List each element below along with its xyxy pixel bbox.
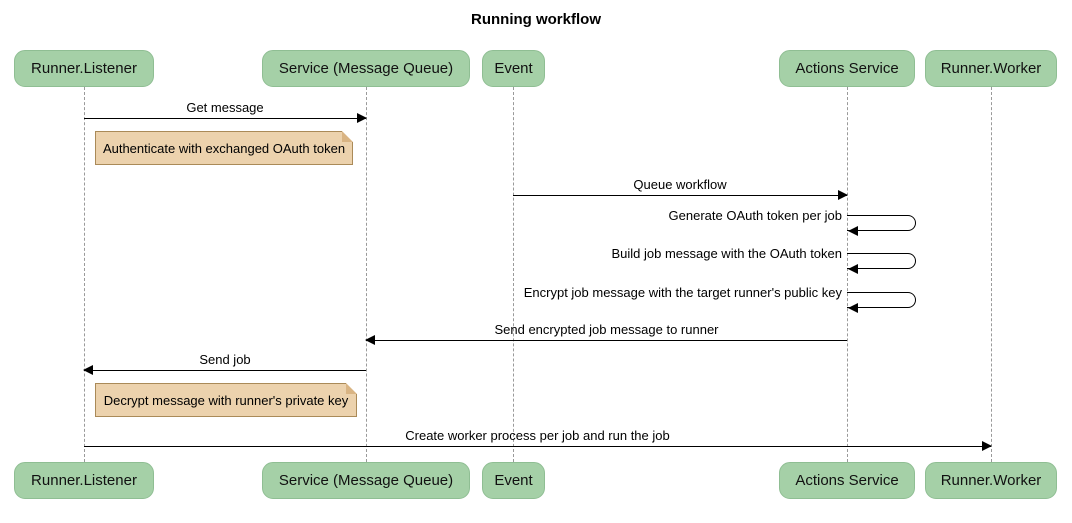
arrowhead-right-icon: [982, 441, 992, 451]
arrowhead-right-icon: [357, 113, 367, 123]
message-label: Send job: [199, 352, 251, 367]
note-decrypt: Decrypt message with runner's private ke…: [95, 383, 357, 417]
lifeline-event: [513, 87, 514, 462]
participant-top-event: Event: [482, 50, 545, 87]
message-label: Get message: [186, 100, 264, 115]
self-message-build-job-message: Build job message with the OAuth token: [611, 246, 916, 274]
self-loop-line: [847, 292, 916, 308]
participant-bottom-actions-service: Actions Service: [779, 462, 915, 499]
self-message-generate-oauth-token: Generate OAuth token per job: [669, 208, 916, 236]
message-label: Encrypt job message with the target runn…: [523, 285, 842, 300]
arrowhead-left-icon: [848, 264, 858, 274]
lifeline-runner-listener: [84, 87, 85, 462]
message-label: Build job message with the OAuth token: [611, 246, 842, 261]
diagram-title: Running workflow: [471, 11, 601, 28]
arrowhead-left-icon: [83, 365, 93, 375]
self-loop-line: [847, 253, 916, 269]
self-loop-line: [847, 215, 916, 231]
arrowhead-left-icon: [365, 335, 375, 345]
participant-top-runner-worker: Runner.Worker: [925, 50, 1057, 87]
participant-bottom-service-message-queue: Service (Message Queue): [262, 462, 470, 499]
participant-top-actions-service: Actions Service: [779, 50, 915, 87]
message-line: [84, 445, 991, 447]
participant-bottom-runner-worker: Runner.Worker: [925, 462, 1057, 499]
message-line: [84, 117, 366, 119]
lifeline-service-message-queue: [366, 87, 367, 462]
participant-top-service-message-queue: Service (Message Queue): [262, 50, 470, 87]
note-text: Decrypt message with runner's private ke…: [103, 392, 349, 408]
message-line: [84, 369, 366, 371]
message-get-message: Get message: [84, 97, 367, 123]
message-label: Create worker process per job and run th…: [405, 428, 670, 443]
message-queue-workflow: Queue workflow: [513, 174, 848, 200]
message-line: [366, 339, 847, 341]
message-create-worker-process: Create worker process per job and run th…: [84, 425, 992, 451]
message-line: [513, 194, 847, 196]
arrowhead-left-icon: [848, 226, 858, 236]
message-label: Queue workflow: [633, 177, 727, 192]
lifeline-runner-worker: [991, 87, 992, 462]
lifeline-actions-service: [847, 87, 848, 462]
participant-bottom-event: Event: [482, 462, 545, 499]
self-message-encrypt-job-message: Encrypt job message with the target runn…: [524, 285, 916, 313]
arrowhead-left-icon: [848, 303, 858, 313]
message-send-encrypted-job: Send encrypted job message to runner: [365, 319, 847, 345]
note-authenticate: Authenticate with exchanged OAuth token: [95, 131, 353, 165]
participant-top-runner-listener: Runner.Listener: [14, 50, 154, 87]
participant-bottom-runner-listener: Runner.Listener: [14, 462, 154, 499]
message-send-job: Send job: [83, 349, 366, 375]
message-label: Generate OAuth token per job: [668, 208, 842, 223]
arrowhead-right-icon: [838, 190, 848, 200]
message-label: Send encrypted job message to runner: [494, 322, 719, 337]
note-text: Authenticate with exchanged OAuth token: [102, 140, 346, 156]
